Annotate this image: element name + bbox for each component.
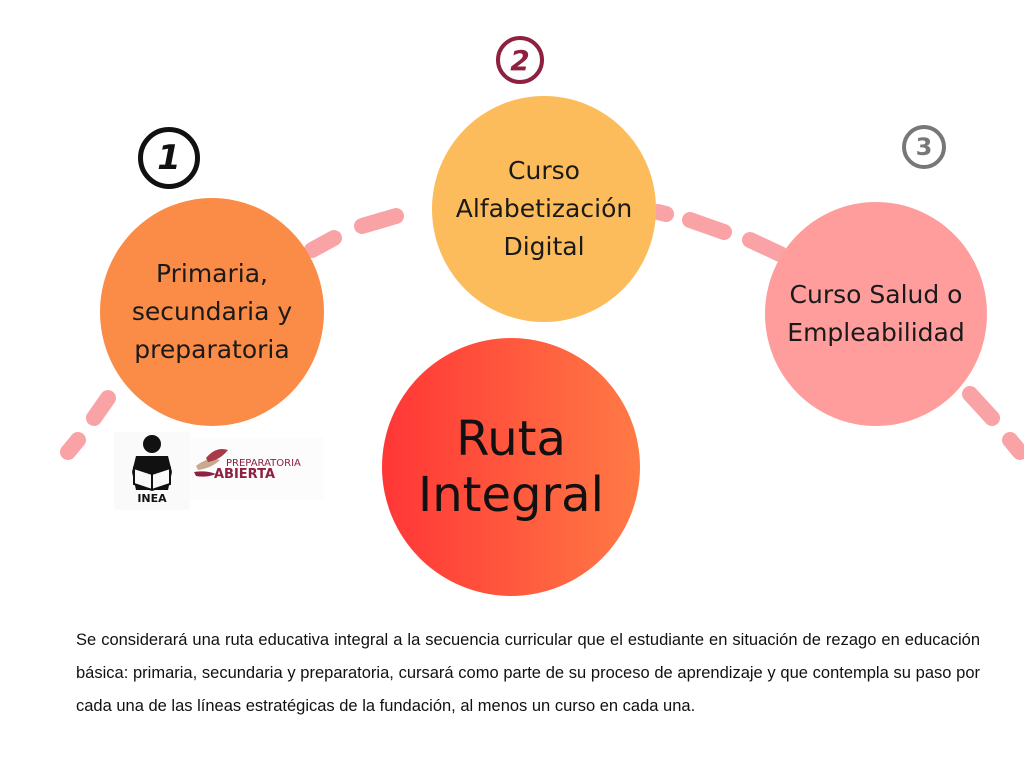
step-number-3-badge: 3 bbox=[902, 125, 946, 169]
prepa-logo-line1: PREPARATORIA bbox=[226, 458, 301, 469]
step-3-circle: Curso Salud o Empleabilidad bbox=[765, 202, 987, 426]
arc-dash bbox=[354, 208, 404, 234]
center-label: Ruta Integral bbox=[418, 411, 604, 523]
step-2-circle: Curso Alfabetización Digital bbox=[432, 96, 656, 322]
step-1-circle: Primaria, secundaria y preparatoria bbox=[100, 198, 324, 426]
step-3-label: Curso Salud o Empleabilidad bbox=[787, 280, 965, 347]
arc-dash bbox=[682, 212, 732, 240]
step-number-1-badge: 1 bbox=[138, 127, 200, 189]
preparatoria-abierta-logo: PREPARATORIA ABIERTA bbox=[190, 438, 324, 500]
arc-dash bbox=[1002, 432, 1024, 460]
center-circle: Ruta Integral bbox=[382, 338, 640, 596]
arc-dash bbox=[962, 386, 1000, 426]
step-number-1: 1 bbox=[157, 138, 181, 178]
description-paragraph: Se considerará una ruta educativa integr… bbox=[76, 631, 980, 715]
prepa-logo-line2: ABIERTA bbox=[214, 467, 275, 482]
step-1-label: Primaria, secundaria y preparatoria bbox=[131, 259, 293, 364]
arc-dash bbox=[60, 432, 86, 460]
arc-dash bbox=[650, 204, 674, 222]
arc-dash bbox=[304, 230, 342, 258]
step-2-label: Curso Alfabetización Digital bbox=[455, 156, 633, 261]
step-number-3: 3 bbox=[915, 133, 933, 161]
inea-logo: INEA bbox=[114, 432, 190, 510]
arc-dash bbox=[742, 232, 788, 262]
step-number-2: 2 bbox=[510, 43, 530, 77]
arc-dash bbox=[86, 390, 116, 426]
inea-logo-text: INEA bbox=[137, 492, 167, 505]
step-number-2-badge: 2 bbox=[496, 36, 544, 84]
